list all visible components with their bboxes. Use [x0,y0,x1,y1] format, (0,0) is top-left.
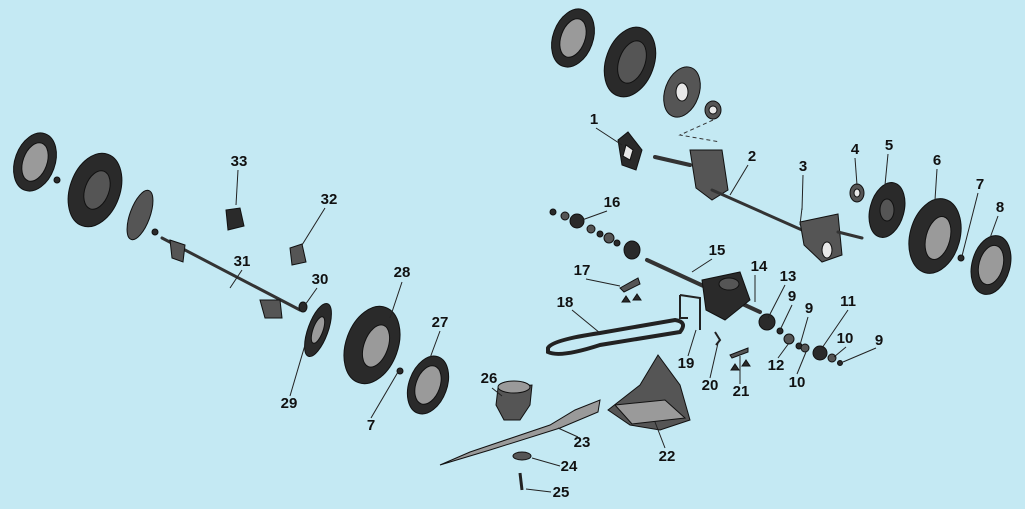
callout-12: 12 [768,357,785,374]
callout-30: 30 [312,271,329,288]
callout-23: 23 [574,434,591,451]
callout-18: 18 [557,294,574,311]
height-adjust-lever [617,131,864,263]
callout-22: 22 [659,448,676,465]
callout-2: 2 [748,148,756,165]
callout-21: 21 [733,383,750,400]
callout-14: 14 [751,258,768,275]
callout-10b: 10 [789,374,806,391]
callout-7: 7 [976,176,984,193]
callout-9a: 9 [788,288,796,305]
callout-17: 17 [574,262,591,279]
callout-9b: 9 [805,300,813,317]
callout-10a: 10 [837,330,854,347]
callout-19: 19 [678,355,695,372]
callout-9c: 9 [875,332,883,349]
callout-labels: 1 2 3 4 5 6 7 8 9 9 9 10 10 11 12 13 14 … [231,111,1005,501]
callout-25: 25 [553,484,570,501]
callout-8: 8 [996,199,1004,216]
callout-28: 28 [394,264,411,281]
rear-wheel-top [551,8,722,143]
callout-11: 11 [840,293,856,310]
callout-27: 27 [432,314,449,331]
callout-3: 3 [799,158,807,175]
callout-32: 32 [321,191,338,208]
front-wheel-left [13,132,450,415]
callout-7b: 7 [367,417,375,434]
rear-wheel-right [849,182,1012,295]
callout-4: 4 [851,141,860,158]
leader-lines [229,127,999,493]
drive-shaft-gearbox [546,208,843,371]
callout-6: 6 [933,152,941,169]
callout-15: 15 [709,242,726,259]
callout-29: 29 [281,395,298,412]
blade-assembly [439,354,691,491]
callout-5: 5 [885,137,893,154]
callout-16: 16 [604,194,621,211]
callout-24: 24 [561,458,578,475]
callout-20: 20 [702,377,719,394]
callout-1: 1 [590,111,598,128]
callout-26: 26 [481,370,498,387]
callout-13: 13 [780,268,797,285]
callout-31: 31 [234,253,251,270]
callout-33: 33 [231,153,248,170]
